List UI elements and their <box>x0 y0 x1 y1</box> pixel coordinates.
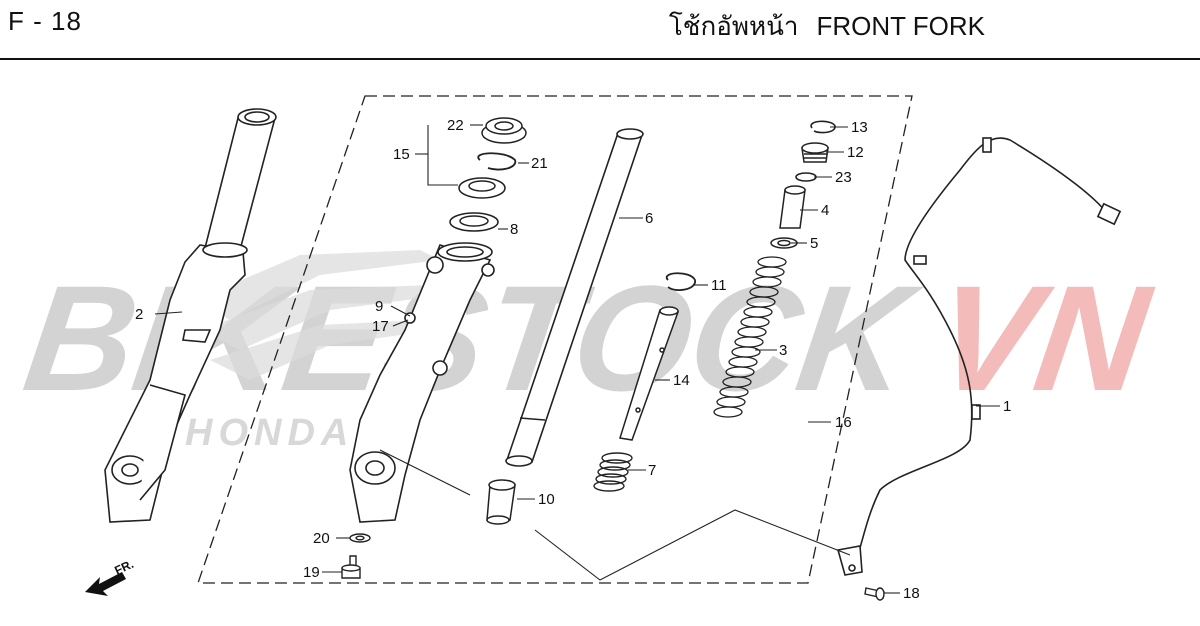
callout-21: 21 <box>531 155 548 172</box>
part-oil-seal <box>458 177 506 199</box>
part-dust-seal <box>481 117 527 144</box>
title-english: FRONT FORK <box>816 11 985 41</box>
title-thai: โช้กอัพหน้า <box>668 11 799 41</box>
callout-19: 19 <box>303 564 320 581</box>
part-circlip <box>810 120 836 134</box>
callout-16: 16 <box>835 414 852 431</box>
callout-18: 18 <box>903 585 920 602</box>
part-stopper-ring <box>477 152 517 171</box>
part-piston-ring <box>665 272 696 291</box>
part-socket-bolt <box>341 555 361 579</box>
part-spring-seat <box>770 237 798 249</box>
front-direction-indicator: FR. <box>85 557 136 596</box>
part-fork-pipe <box>505 128 644 467</box>
callout-1: 1 <box>1003 398 1011 415</box>
callout-22: 22 <box>447 117 464 134</box>
watermark-text-red: VN <box>926 255 1161 422</box>
callout-4: 4 <box>821 202 829 219</box>
assembly-boundary <box>197 95 913 584</box>
callout-12: 12 <box>847 144 864 161</box>
callout-17: 17 <box>372 318 389 335</box>
part-oil-lock-piece <box>486 479 516 525</box>
callout-5: 5 <box>810 235 818 252</box>
exploded-parts-diagram: BIKESTOCK VN HONDA <box>16 95 1161 602</box>
callout-2: 2 <box>135 306 143 323</box>
callout-6: 6 <box>645 210 653 227</box>
callout-9: 9 <box>375 298 383 315</box>
assembly-lines <box>379 449 851 581</box>
front-label: FR. <box>112 557 135 578</box>
callout-14: 14 <box>673 372 690 389</box>
callout-7: 7 <box>648 462 656 479</box>
callout-8: 8 <box>510 221 518 238</box>
callout-23: 23 <box>835 169 852 186</box>
part-sensor-bolt <box>864 587 885 601</box>
callout-10: 10 <box>538 491 555 508</box>
page-title: โช้กอัพหน้า FRONT FORK <box>669 6 985 47</box>
front-arrow-icon <box>85 572 126 596</box>
callout-15: 15 <box>393 146 410 163</box>
part-fork-assembly <box>104 108 277 523</box>
part-fork-cap-bolt <box>801 142 829 163</box>
callout-labels: 2 22 15 21 8 6 9 17 10 11 14 7 3 5 4 23 … <box>135 117 1011 602</box>
callout-20: 20 <box>313 530 330 547</box>
page-code: F - 18 <box>8 6 82 36</box>
leader-lines <box>154 124 1000 594</box>
part-spring-collar <box>779 185 806 229</box>
page-header: F - 18 โช้กอัพหน้า FRONT FORK <box>0 0 1200 60</box>
watermark-brand: HONDA <box>185 412 354 454</box>
honda-wing-logo <box>195 250 445 380</box>
part-fork-piston <box>619 306 680 441</box>
part-drain-washer <box>349 533 371 543</box>
part-o-ring <box>795 172 817 182</box>
callout-3: 3 <box>779 342 787 359</box>
part-back-up-ring <box>449 212 499 232</box>
part-fork-spring <box>713 256 787 418</box>
part-rebound-spring <box>593 452 633 492</box>
part-speed-sensor-cable <box>836 137 1122 576</box>
callout-11: 11 <box>711 277 727 294</box>
callout-13: 13 <box>851 119 868 136</box>
